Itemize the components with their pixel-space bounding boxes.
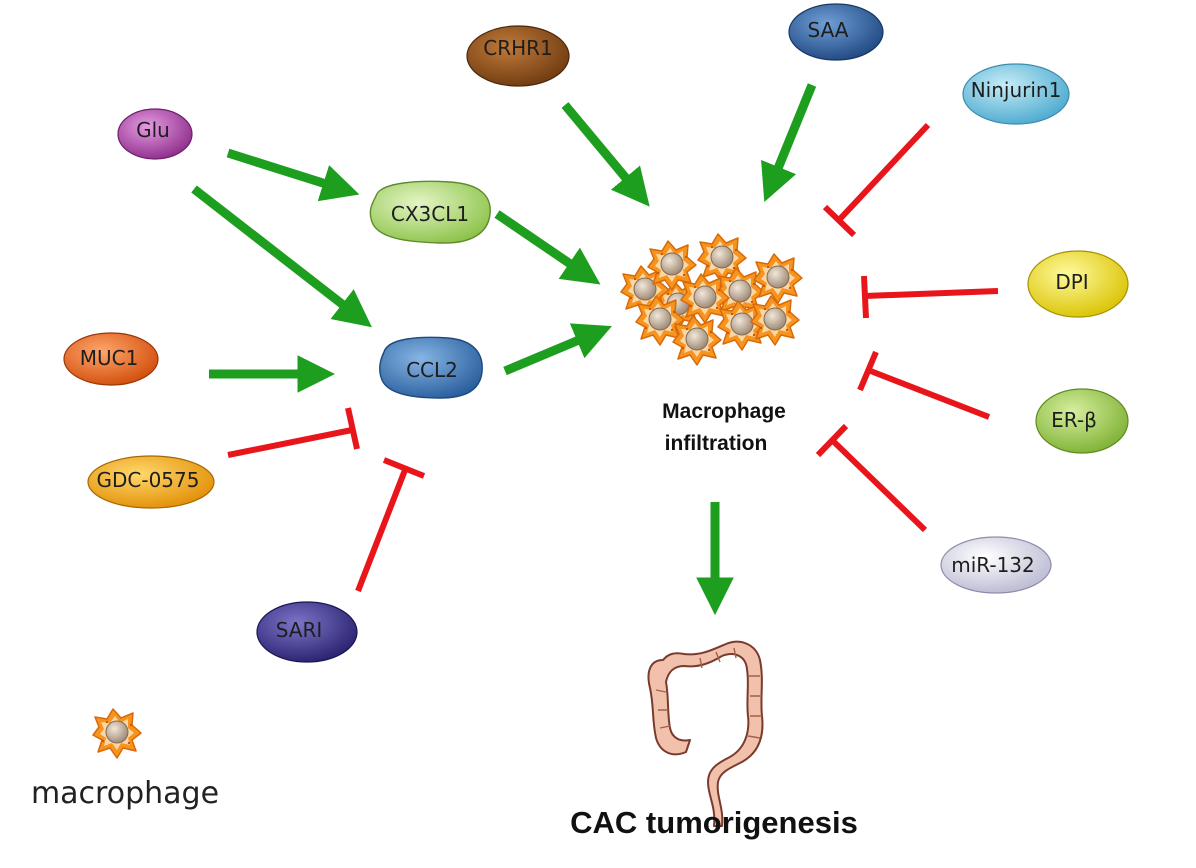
node-ccl2: CCL2: [379, 336, 483, 399]
node-crhr1: CRHR1: [466, 25, 570, 87]
node-sari: SARI: [256, 601, 358, 663]
inhibition-edges: [227, 122, 999, 593]
inhibit-sari: [355, 457, 426, 593]
node-gdc0575: GDC-0575: [87, 455, 215, 509]
node-mir132: miR-132: [940, 536, 1052, 594]
legend-label: macrophage: [31, 776, 219, 811]
center-label-line2: infiltration: [665, 432, 768, 455]
node-ccl2-label: CCL2: [406, 358, 458, 382]
node-er-beta: ER-β: [1035, 388, 1129, 454]
node-dpi: DPI: [1027, 250, 1129, 318]
macrophage-cluster-icon: [620, 233, 803, 366]
inhibit-ninjurin1: [822, 122, 931, 238]
node-muc1-label: MUC1: [80, 346, 139, 370]
node-gdc0575-label: GDC-0575: [97, 468, 200, 492]
arrow-glu-to-cx3cl1: [226, 148, 360, 202]
node-mir132-label: miR-132: [951, 553, 1035, 577]
arrow-crhr1-to-infiltration: [561, 102, 650, 207]
node-cx3cl1: CX3CL1: [369, 180, 491, 244]
inhibit-er-beta: [857, 350, 991, 420]
node-crhr1-label: CRHR1: [483, 36, 553, 60]
node-cx3cl1-label: CX3CL1: [391, 202, 469, 226]
node-ninjurin1: Ninjurin1: [962, 63, 1070, 125]
legend: macrophage: [31, 708, 219, 811]
inhibit-gdc0575: [227, 407, 360, 458]
inhibit-dpi: [861, 275, 999, 319]
inhibit-mir132: [815, 423, 928, 533]
arrow-glu-to-ccl2: [191, 185, 372, 328]
activation-arrows: [191, 83, 817, 616]
node-saa: SAA: [788, 3, 884, 61]
center-label-line1: Macrophage: [662, 400, 786, 423]
node-sari-label: SARI: [276, 618, 323, 642]
colon-icon: [647, 640, 764, 827]
node-glu-label: Glu: [136, 118, 170, 142]
arrow-saa-to-infiltration: [761, 83, 817, 203]
node-ninjurin1-label: Ninjurin1: [971, 78, 1062, 102]
node-saa-label: SAA: [808, 18, 849, 42]
outcome-label: CAC tumorigenesis: [570, 805, 858, 840]
arrow-ccl2-to-infiltration: [503, 323, 612, 376]
arrow-cx3cl1-to-infiltration: [494, 210, 601, 285]
node-dpi-label: DPI: [1055, 270, 1088, 294]
legend-macrophage-icon: [92, 708, 142, 759]
node-er-beta-label: ER-β: [1051, 408, 1097, 432]
node-muc1: MUC1: [63, 332, 159, 386]
node-glu: Glu: [117, 108, 193, 160]
